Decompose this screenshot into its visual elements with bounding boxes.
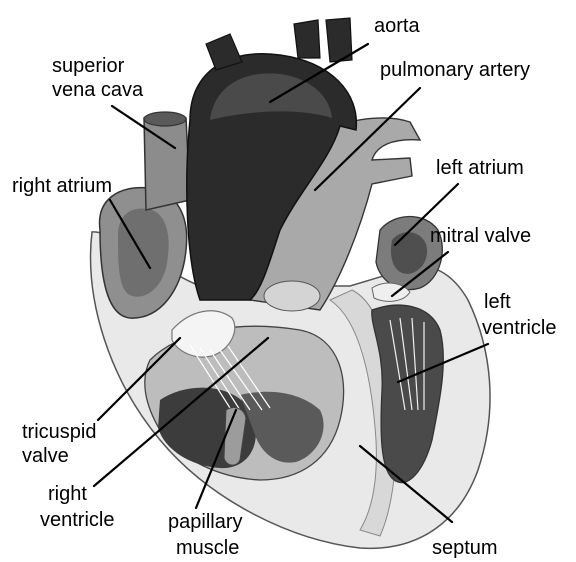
label-right-ventricle-line2: ventricle (40, 509, 114, 531)
label-right-atrium: right atrium (12, 175, 112, 197)
label-left-ventricle-line1: left (484, 291, 511, 313)
label-superior-vena-cava-line1: superior (52, 55, 125, 77)
aortic-branch-carotid (294, 20, 320, 58)
label-tricuspid-valve-line1: tricuspid (22, 421, 96, 443)
superior-vena-cava-opening (144, 112, 186, 126)
label-papillary-muscle-line2: muscle (176, 537, 239, 559)
label-aorta: aorta (374, 15, 420, 37)
label-left-atrium: left atrium (436, 157, 524, 179)
label-superior-vena-cava-line2: vena cava (52, 79, 144, 101)
label-pulmonary-artery: pulmonary artery (380, 59, 530, 81)
label-left-ventricle-line2: ventricle (482, 317, 556, 339)
aortic-valve (264, 281, 320, 311)
label-septum: septum (432, 537, 498, 559)
label-papillary-muscle-line1: papillary (168, 511, 242, 533)
heart-illustration (91, 18, 490, 548)
label-mitral-valve: mitral valve (430, 225, 531, 247)
label-tricuspid-valve-line2: valve (22, 445, 69, 467)
label-right-ventricle-line1: right (48, 483, 87, 505)
